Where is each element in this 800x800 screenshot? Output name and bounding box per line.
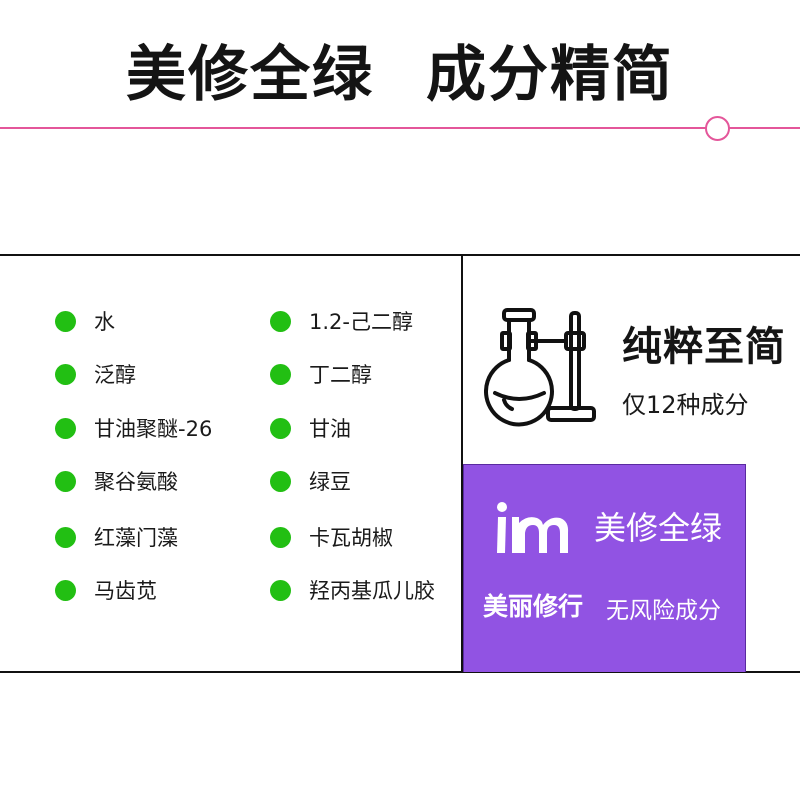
bullet-dot-icon [270,526,291,548]
bullet-dot-icon [270,363,291,385]
table-top-border [0,254,800,256]
bullet-dot-icon [55,579,76,601]
table-column-divider [461,255,463,672]
bullet-dot-icon [55,310,76,332]
ingredient-name: 卡瓦胡椒 [309,526,393,550]
ingredient-name: 红藻门藻 [94,526,178,550]
list-item: 丁二醇 [270,359,372,389]
ingredient-name: 1.2-己二醇 [309,310,413,334]
page-title: 美修全绿 成分精简 [0,24,800,114]
table-bottom-border [0,671,800,673]
brand-name: 美修全绿 [594,509,723,547]
list-item: 红藻门藻 [55,522,178,552]
brand-tagline: 无风险成分 [606,598,721,624]
title-left: 美修全绿 [126,39,374,110]
ingredient-name: 甘油聚醚-26 [94,417,213,441]
ingredient-name: 丁二醇 [309,363,372,387]
brand-panel: 美修全绿 美丽修行 无风险成分 [463,464,746,672]
feature-subtitle: 仅12种成分 [622,391,749,419]
list-item: 卡瓦胡椒 [270,522,393,552]
ingredient-name: 聚谷氨酸 [94,470,178,494]
bullet-dot-icon [270,310,291,332]
bullet-dot-icon [270,579,291,601]
bullet-dot-icon [270,470,291,492]
feature-title: 纯粹至简 [622,324,786,370]
ingredient-name: 羟丙基瓜儿胶 [309,579,435,603]
accent-divider [0,127,800,129]
bullet-dot-icon [270,417,291,439]
ingredient-name: 水 [94,310,115,334]
bullet-dot-icon [55,526,76,548]
ingredient-name: 甘油 [309,417,351,441]
list-item: 羟丙基瓜儿胶 [270,575,435,605]
list-item: 泛醇 [55,359,136,389]
ingredient-name: 泛醇 [94,363,136,387]
accent-circle-icon [705,116,730,141]
list-item: 马齿苋 [55,575,157,605]
list-item: 甘油 [270,413,351,443]
title-right: 成分精简 [426,39,674,110]
bullet-dot-icon [55,417,76,439]
list-item: 甘油聚醚-26 [55,413,212,443]
bullet-dot-icon [55,470,76,492]
brand-slogan: 美丽修行 [483,592,584,621]
list-item: 水 [55,306,115,336]
im-logo [497,502,569,553]
list-item: 绿豆 [270,466,351,496]
chemistry-flask-icon [484,308,596,427]
ingredient-name: 绿豆 [309,470,351,494]
list-item: 1.2-己二醇 [270,306,413,336]
bullet-dot-icon [55,363,76,385]
ingredient-name: 马齿苋 [94,579,157,603]
list-item: 聚谷氨酸 [55,466,178,496]
ingredient-list: 水 泛醇 甘油聚醚-26 聚谷氨酸 红藻门藻 马齿苋 1.2-己二醇 丁二醇 甘… [0,255,461,672]
